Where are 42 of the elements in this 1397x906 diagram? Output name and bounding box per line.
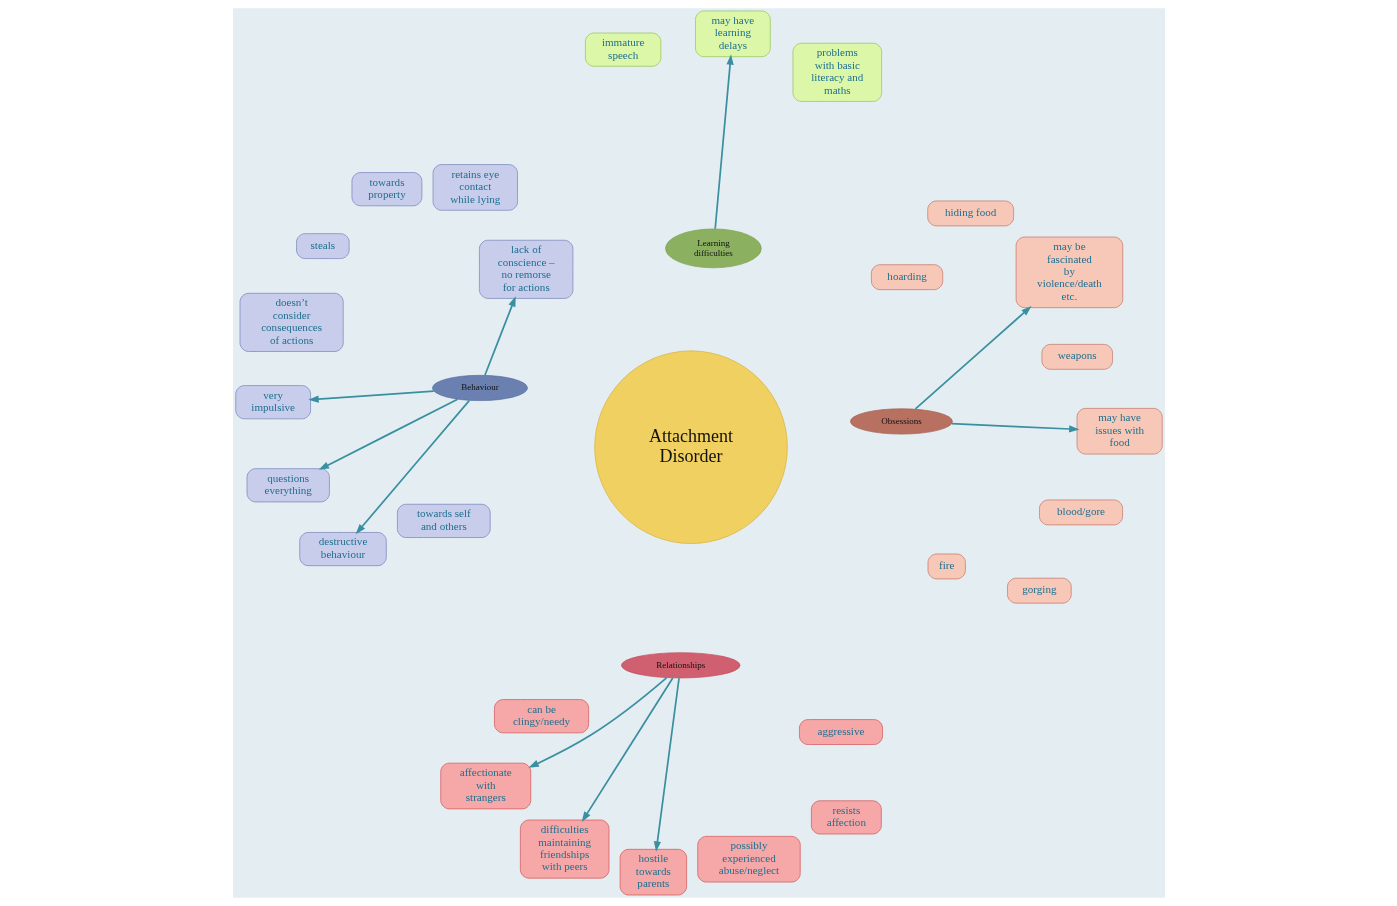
node-ellipse: Obsessions	[849, 408, 953, 435]
node-box: destructive behaviour	[298, 532, 387, 567]
node-box: towards self and others	[396, 503, 491, 538]
node-box: hostile towards parents	[619, 848, 687, 896]
node-box: possibly experienced abuse/neglect	[696, 836, 801, 883]
node-box: immature speech	[584, 32, 661, 67]
node-box: steals	[295, 233, 349, 259]
node-box: retains eye contact while lying	[432, 164, 518, 211]
node-box: affectionate with strangers	[439, 762, 531, 810]
node-box: blood/gore	[1038, 499, 1123, 526]
node-box: may be fascinated by violence/death etc.	[1015, 236, 1123, 308]
node-ellipse: Learning difficulties	[664, 228, 762, 269]
arrow	[581, 677, 674, 823]
arrow	[713, 54, 734, 230]
node-box: lack of conscience – no remorse for actions	[478, 239, 573, 299]
arrow	[950, 422, 1080, 433]
arrow	[307, 390, 435, 403]
node-box: very impulsive	[234, 385, 311, 420]
node-box: questions everything	[246, 468, 330, 503]
node-box: difficulties maintaining friendships with peers	[519, 819, 609, 879]
node-box: gorging	[1006, 577, 1072, 604]
arrow	[914, 305, 1032, 410]
arrow	[653, 677, 680, 852]
node-ellipse: Relationships	[620, 652, 740, 679]
node-box: resists affection	[810, 800, 882, 835]
node-circle: Attachment Disorder	[593, 350, 788, 544]
arrow	[483, 296, 516, 377]
node-box: weapons	[1041, 344, 1113, 370]
node-box: doesn’t consider consequences of actions	[239, 292, 344, 352]
node-box: hiding food	[926, 200, 1014, 227]
node-box: may have issues with food	[1076, 408, 1163, 455]
arrow	[527, 677, 667, 768]
node-box: hoarding	[870, 264, 943, 290]
arrow	[355, 399, 470, 535]
node-box: fire	[927, 553, 966, 580]
node-box: aggressive	[798, 719, 883, 745]
node-box: towards property	[351, 172, 422, 207]
node-box: problems with basic literacy and maths	[792, 42, 882, 102]
node-box: can be clingy/needy	[493, 699, 589, 734]
arrow	[318, 398, 458, 470]
node-ellipse: Behaviour	[431, 374, 528, 401]
node-box: may have learning delays	[694, 10, 771, 58]
